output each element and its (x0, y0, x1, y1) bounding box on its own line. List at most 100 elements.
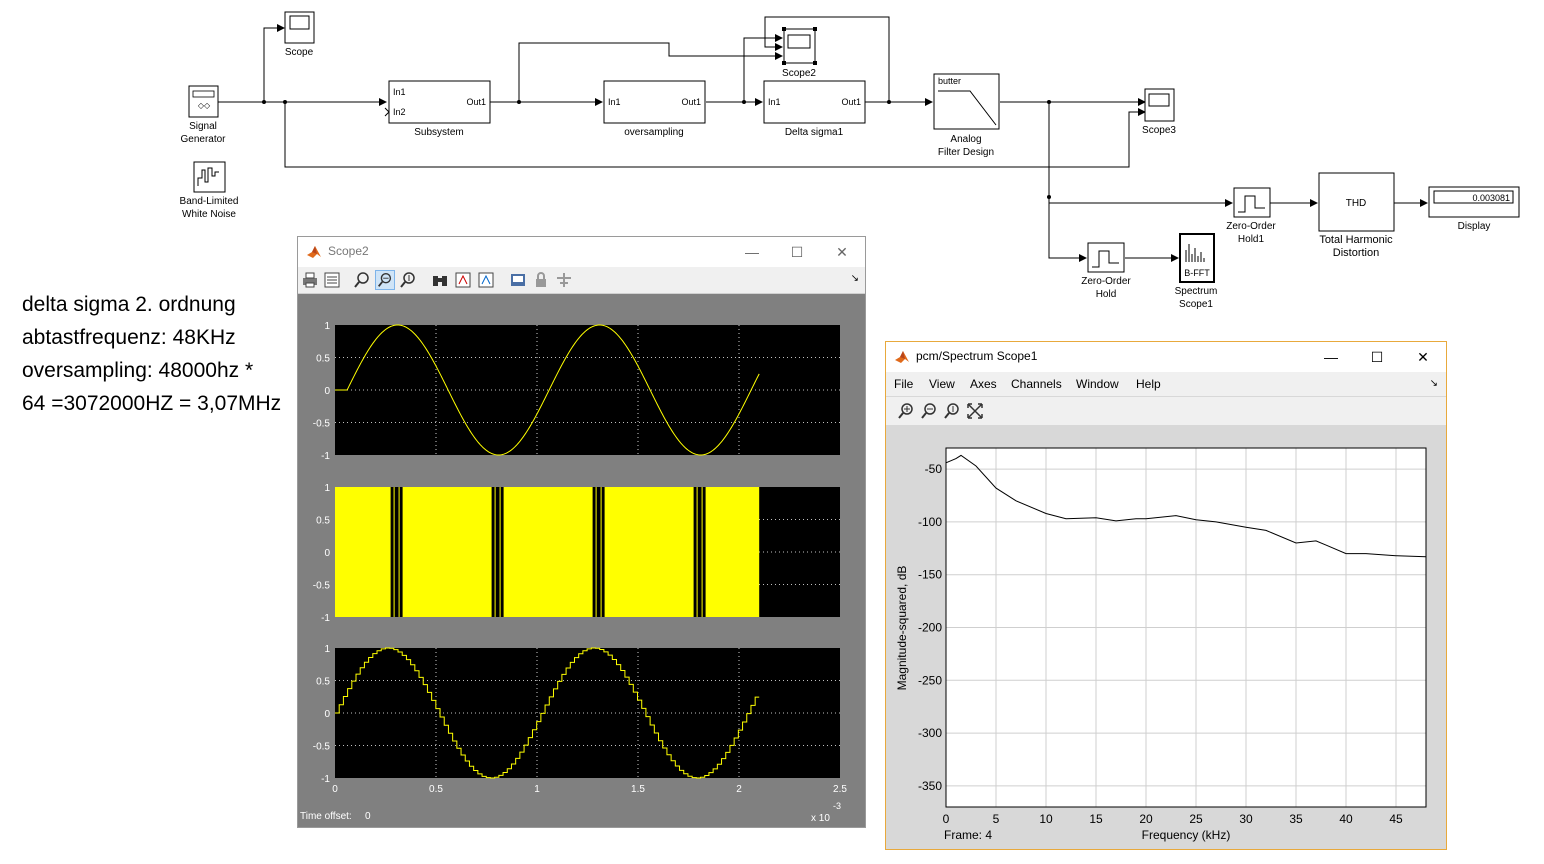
signal-selection-icon[interactable] (554, 270, 574, 290)
y-tick-label: -1 (321, 451, 330, 462)
save-axes-icon[interactable] (453, 270, 473, 290)
zoom-x-icon[interactable] (375, 270, 395, 290)
thd-label-2: Distortion (1333, 247, 1379, 259)
display-block[interactable]: 0.003081 Display (1428, 186, 1520, 232)
binoculars-icon[interactable] (430, 270, 450, 290)
menu-channels[interactable]: Channels (1011, 377, 1062, 391)
bitstream-band (500, 487, 504, 617)
zero-order-hold1-block[interactable]: Zero-Order Hold1 (1226, 187, 1276, 245)
thd-block[interactable]: THD Total Harmonic Distortion (1318, 172, 1395, 259)
frame-label: Frame: 4 (944, 828, 992, 842)
x-scale-base: x 10 (811, 813, 830, 824)
y-tick-label: 1 (324, 644, 330, 655)
bitstream-band (491, 487, 495, 617)
y-tick-label: -0.5 (313, 742, 331, 753)
subsystem-label: Subsystem (414, 127, 463, 138)
y-tick-label: -250 (918, 673, 942, 687)
matlab-logo-icon (307, 246, 321, 258)
spectrum-titlebar[interactable]: pcm/Spectrum Scope1 — ☐ ✕ (886, 342, 1446, 372)
scope2-axes-1: 10.50-0.5-1 (313, 321, 840, 462)
bitstream-band (693, 487, 697, 617)
x-tick-label: 30 (1239, 812, 1253, 826)
subsystem-block[interactable]: In1 In2 Out1 Subsystem (384, 80, 491, 138)
scope3-block[interactable]: Scope3 (1142, 88, 1176, 136)
series-line (335, 647, 760, 779)
x-tick-label: 35 (1289, 812, 1303, 826)
oversampling-in1-label: In1 (608, 97, 621, 107)
scope-block[interactable]: Scope (284, 11, 315, 58)
scope2-axes-2: 10.50-0.5-1 (313, 483, 840, 624)
subsystem-in2-label: In2 (393, 107, 406, 117)
dock-arrow-icon[interactable]: ↘ (1429, 378, 1438, 389)
y-tick-label: -0.5 (313, 581, 331, 592)
maximize-button[interactable]: ☐ (790, 244, 804, 260)
zoom-in-icon[interactable] (896, 401, 916, 421)
signal-generator-block[interactable]: ◇◇ Signal Generator (180, 85, 226, 145)
x-tick-label: 15 (1089, 812, 1103, 826)
minimize-button[interactable]: — (745, 244, 759, 260)
zoom-icon[interactable] (352, 270, 372, 290)
spectrum-label-1: Spectrum (1175, 286, 1218, 297)
y-tick-label: 1 (324, 483, 330, 494)
minimize-button[interactable]: — (1324, 349, 1338, 365)
annotation-note: delta sigma 2. ordnung abtastfrequenz: 4… (22, 288, 281, 420)
y-tick-label: -100 (918, 515, 942, 529)
restore-axes-icon[interactable] (476, 270, 496, 290)
menu-window[interactable]: Window (1076, 377, 1119, 391)
zero-order-hold-block[interactable]: Zero-Order Hold (1081, 242, 1131, 300)
scope2-label: Scope2 (782, 68, 816, 79)
bitstream-fill (335, 487, 760, 617)
maximize-button[interactable]: ☐ (1370, 349, 1384, 365)
menu-file[interactable]: File (894, 377, 914, 391)
zoom-y-icon[interactable] (942, 401, 962, 421)
signal-lines (218, 16, 1428, 262)
menu-help[interactable]: Help (1136, 377, 1161, 391)
y-tick-label: 0 (324, 548, 330, 559)
display-label: Display (1458, 221, 1491, 232)
bitstream-band (697, 487, 702, 617)
x-tick-label: 40 (1339, 812, 1353, 826)
zoom-y-icon[interactable] (398, 270, 418, 290)
x-tick-label: 0 (332, 784, 338, 795)
spectrum-scope-block[interactable]: B-FFT Spectrum Scope1 (1175, 233, 1218, 310)
spectrum-line (945, 454, 1427, 558)
menu-view[interactable]: View (929, 377, 955, 391)
subsystem-in1-label: In1 (393, 87, 406, 97)
autoscale-icon[interactable] (965, 401, 985, 421)
delta-sigma-block[interactable]: In1 Out1 Delta sigma1 (763, 80, 866, 138)
bitstream-band (596, 487, 601, 617)
bitstream-band (495, 487, 500, 617)
scope2-toolbar: ↘ (298, 267, 865, 294)
lock-icon[interactable] (531, 270, 551, 290)
scope2-block[interactable]: Scope2 (782, 27, 817, 79)
floating-scope-icon[interactable] (508, 270, 528, 290)
y-tick-label: -350 (918, 779, 942, 793)
print-icon[interactable] (300, 270, 320, 290)
dock-arrow-icon[interactable]: ↘ (850, 273, 859, 284)
scope-label: Scope (285, 47, 314, 58)
menu-axes[interactable]: Axes (970, 377, 997, 391)
time-offset-value: 0 (365, 811, 371, 822)
scope2-titlebar[interactable]: Scope2 — ☐ ✕ (298, 237, 865, 267)
oversampling-block[interactable]: In1 Out1 oversampling (603, 80, 706, 138)
zoh-label-1: Zero-Order (1081, 276, 1131, 287)
time-offset-label: Time offset: (300, 811, 352, 822)
zoom-x-icon[interactable] (919, 401, 939, 421)
scope2-title: Scope2 (328, 244, 369, 258)
note-line: delta sigma 2. ordnung (22, 293, 236, 316)
parameters-icon[interactable] (322, 270, 342, 290)
close-button[interactable]: ✕ (1417, 349, 1429, 365)
analog-filter-block[interactable]: butter Analog Filter Design (933, 73, 1000, 158)
display-value: 0.003081 (1472, 193, 1510, 203)
close-button[interactable]: ✕ (836, 244, 848, 260)
y-tick-label: 0 (324, 386, 330, 397)
y-tick-label: -1 (321, 613, 330, 624)
band-limited-noise-block[interactable]: Band-Limited White Noise (180, 161, 239, 220)
x-tick-label: 10 (1039, 812, 1053, 826)
band-limited-label-1: Band-Limited (180, 196, 239, 207)
x-tick-label: 0 (943, 812, 950, 826)
